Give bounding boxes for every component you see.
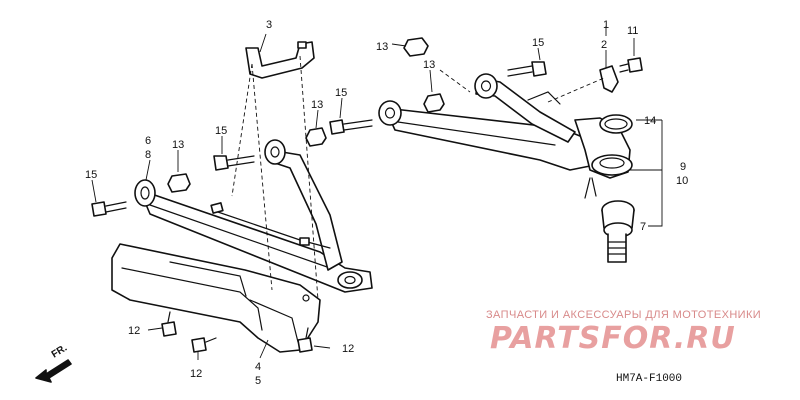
bolt-15-top: [507, 61, 547, 77]
callout-12-left: 12: [128, 325, 140, 337]
callout-5: 5: [255, 375, 261, 387]
callout-4: 4: [255, 361, 261, 373]
callout-2: 2: [601, 39, 607, 51]
hose-clip: [599, 65, 619, 93]
callout-15-top: 15: [532, 37, 544, 49]
nut-13-upper: [423, 93, 445, 113]
callout-15-far-left: 15: [85, 169, 97, 181]
bolt-15-left: [213, 155, 255, 171]
nut-13-left: [167, 173, 191, 193]
callout-11: 11: [627, 25, 638, 37]
callout-15-left: 15: [215, 125, 227, 137]
nut-13-mid: [305, 127, 327, 147]
callout-7: 7: [640, 221, 646, 233]
callout-13-upper: 13: [423, 59, 435, 71]
direction-label: FR.: [50, 343, 70, 361]
lower-arm-bushing-front: [134, 179, 156, 207]
bolt-15-mid: [329, 119, 373, 135]
lower-arm: [134, 139, 373, 293]
callout-13-top: 13: [376, 41, 388, 53]
callout-13-mid: 13: [311, 99, 323, 111]
bracket: [245, 41, 315, 79]
callout-3: 3: [266, 19, 272, 31]
callout-12-bottom: 12: [190, 368, 202, 380]
bolt-12-right: [297, 327, 313, 353]
circlip: [599, 114, 633, 134]
bolt-11: [619, 57, 643, 73]
watermark-tagline: ЗАПЧАСТИ И АКСЕССУАРЫ ДЛЯ МОТОТЕХНИКИ: [486, 309, 761, 321]
callout-8: 8: [145, 149, 151, 161]
bolt-12-bottom: [191, 337, 217, 353]
upper-arm: [378, 73, 633, 199]
upper-arm-bushing-front: [378, 100, 402, 126]
callout-6: 6: [145, 135, 151, 147]
bolt-15-far-left: [91, 201, 127, 217]
bolt-12-left: [161, 311, 177, 337]
diagram-code: HM7A-F1000: [616, 373, 682, 385]
callout-15-mid: 15: [335, 87, 347, 99]
callout-1: 1: [603, 19, 609, 31]
watermark-logo: PARTSFOR.RU: [490, 321, 736, 356]
front-direction-arrow: FR.: [35, 343, 72, 383]
lower-arm-bushing-rear: [264, 139, 286, 165]
ball-joint: [601, 200, 635, 263]
nut-13-top: [403, 37, 429, 57]
callout-13-left: 13: [172, 139, 184, 151]
callout-9: 9: [680, 161, 686, 173]
upper-arm-bushing-rear: [474, 73, 498, 99]
callout-10: 10: [676, 175, 688, 187]
callout-14: 14: [644, 115, 656, 127]
callout-12-right: 12: [342, 343, 354, 355]
